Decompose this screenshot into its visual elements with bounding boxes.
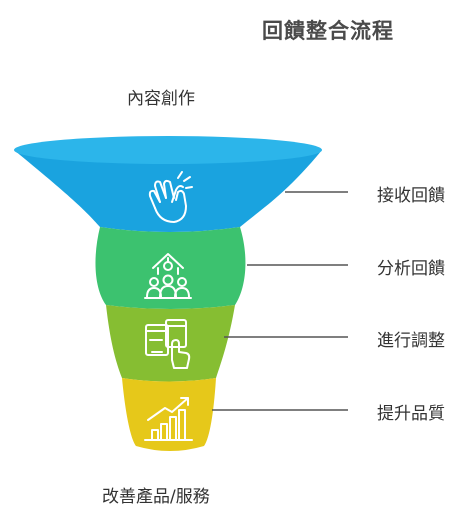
stage-label-4: 提升品質 xyxy=(377,404,445,424)
funnel-output-label: 改善產品/服務 xyxy=(102,487,210,507)
funnel-stage-1 xyxy=(14,150,322,232)
team-growth-icon xyxy=(144,253,192,299)
stage-label-1: 接收回饋 xyxy=(377,186,445,206)
funnel-rim xyxy=(14,136,322,164)
diagram-title: 回饋整合流程 xyxy=(262,19,394,43)
funnel-stage-4 xyxy=(122,378,216,451)
devices-touch-icon xyxy=(145,319,191,369)
clapping-hands-icon xyxy=(148,171,193,223)
funnel-stage-3 xyxy=(106,305,235,382)
growth-chart-icon xyxy=(144,397,193,441)
stage-label-3: 進行調整 xyxy=(377,331,445,351)
funnel-input-label: 內容創作 xyxy=(127,89,195,109)
stage-label-2: 分析回饋 xyxy=(377,259,445,279)
